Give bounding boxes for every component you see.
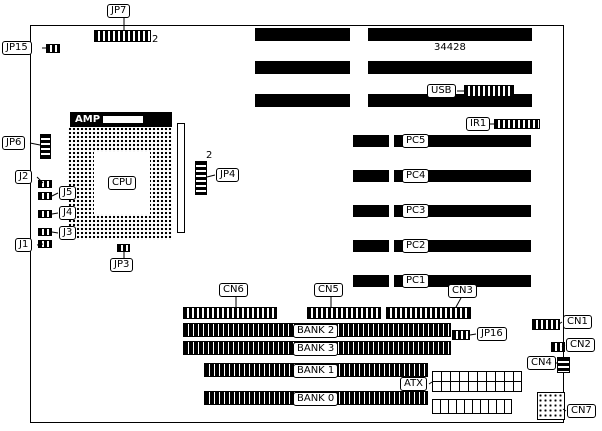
j4-connector (38, 210, 52, 218)
isa-slot-row3-left-segment (255, 94, 350, 107)
usb-connector (464, 85, 514, 97)
cn4-callout: CN4 (527, 356, 556, 370)
jp6-connector (40, 134, 51, 159)
pc1-label: PC1 (402, 274, 430, 288)
jp3-connector (117, 244, 130, 252)
cn7-keyboard-connector (537, 392, 565, 420)
isa-slot-row2-right-segment (368, 61, 532, 74)
isa-slot-row1-right-segment (368, 28, 532, 41)
cn3-callout: CN3 (448, 284, 477, 298)
cn6-connector (183, 307, 277, 319)
cn4-connector (557, 357, 570, 373)
amp-header-notch (103, 116, 143, 123)
bank2-label: BANK 2 (293, 324, 339, 338)
usb-callout: USB (427, 84, 456, 98)
isa-slot-row3-right-segment (368, 94, 532, 107)
pc2-label: PC2 (402, 239, 430, 253)
cn7-callout: CN7 (567, 404, 596, 418)
isa-slot-row2-left-segment (255, 61, 350, 74)
jp4-callout: JP4 (216, 168, 240, 182)
pc3-label: PC3 (402, 204, 430, 218)
jp7-pin2-marker: 2 (152, 34, 159, 45)
bank1-label: BANK 1 (293, 364, 339, 378)
jp7-callout: JP7 (107, 4, 131, 18)
j3-callout: J3 (59, 226, 77, 240)
pci-slot-pc2-left-segment (353, 240, 389, 252)
j5-connector (38, 192, 52, 200)
jp3-callout: JP3 (110, 258, 134, 272)
jp4-pin2-marker: 2 (206, 150, 213, 161)
cn2-connector (551, 342, 565, 352)
jp15-callout: JP15 (2, 41, 32, 55)
j1-connector (38, 240, 52, 248)
j2-callout: J2 (15, 170, 33, 184)
cn5-callout: CN5 (314, 283, 343, 297)
jp16-callout: JP16 (477, 327, 507, 341)
j5-callout: J5 (59, 186, 77, 200)
j3-connector (38, 228, 52, 236)
atx-callout: ATX (400, 377, 428, 391)
pc5-label: PC5 (402, 134, 430, 148)
bank3-label: BANK 3 (293, 342, 339, 356)
jp15-connector (46, 44, 60, 53)
cn6-callout: CN6 (219, 283, 248, 297)
jp4-connector (195, 161, 207, 195)
j2-connector (38, 180, 52, 188)
isa-slot-row1-left-segment (255, 28, 350, 41)
jp6-callout: JP6 (2, 136, 26, 150)
pc4-label: PC4 (402, 169, 430, 183)
atx-power-connector (432, 371, 522, 392)
ir1-callout: IR1 (466, 117, 491, 131)
jp16-connector (452, 330, 470, 340)
j1-callout: J1 (15, 238, 33, 252)
cn1-callout: CN1 (563, 315, 592, 329)
voltage-regulator-bar (177, 123, 185, 233)
ir1-connector (494, 119, 540, 129)
pci-slot-pc4-left-segment (353, 170, 389, 182)
cn1-connector (532, 319, 560, 330)
bank0-label: BANK 0 (293, 392, 339, 406)
pci-slot-pc5-left-segment (353, 135, 389, 147)
pci-slot-pc3-left-segment (353, 205, 389, 217)
j4-callout: J4 (59, 206, 77, 220)
aux-power-connector (432, 399, 512, 414)
cn3-connector (386, 307, 471, 319)
jp7-connector (94, 30, 151, 42)
cn2-callout: CN2 (566, 338, 595, 352)
pci-slot-pc1-left-segment (353, 275, 389, 287)
board-part-number: 34428 (434, 42, 466, 53)
cn5-connector (307, 307, 381, 319)
cpu-callout: CPU (108, 176, 137, 190)
